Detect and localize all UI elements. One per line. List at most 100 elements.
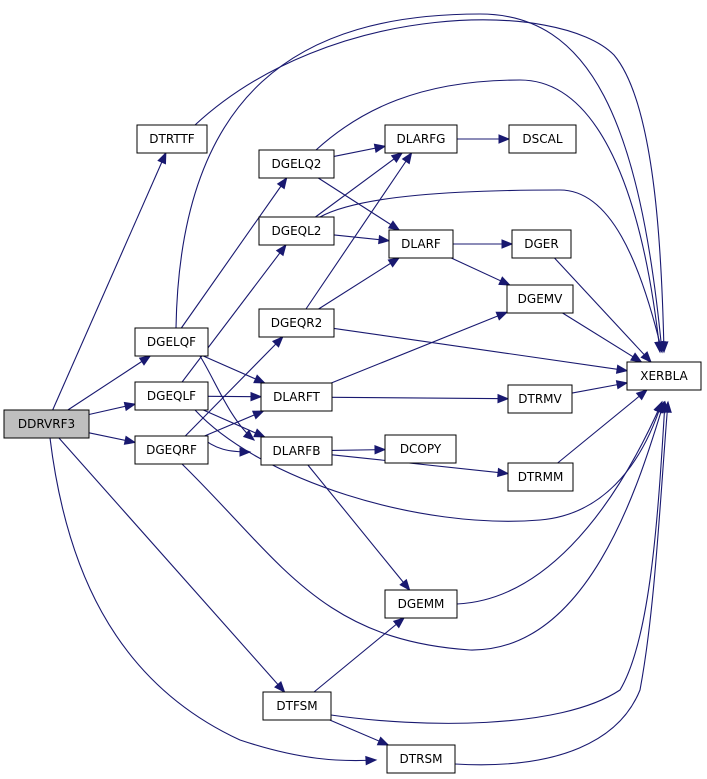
node-box-dgelq2 (258, 149, 335, 179)
edge-dlarft-to-dgemv (331, 311, 508, 384)
node-label-dgelq2: DGELQ2 (272, 157, 322, 171)
edge-dgemv-to-xerbla (562, 312, 642, 363)
edge-dtrmv-to-xerbla-arrowhead (615, 380, 629, 390)
edge-ddrvrf3-to-dgelqf-arrowhead (138, 355, 152, 366)
node-label-dtfsm: DTFSM (276, 699, 317, 713)
edge-dger-to-xerbla (554, 257, 652, 363)
edge-dlarfb-to-dgemm-arrowhead (399, 578, 411, 592)
edge-dgeqrf-to-dgeqr2 (184, 336, 284, 437)
node-dscal[interactable]: DSCAL (508, 124, 577, 154)
node-label-dgeqr2: DGEQR2 (271, 316, 323, 330)
edge-dlarfg-to-dscal-arrowhead (498, 134, 511, 144)
node-dtrttf[interactable]: DTRTTF (136, 124, 208, 154)
node-label-xerbla: XERBLA (640, 369, 688, 383)
node-label-dtrmv: DTRMV (518, 392, 562, 406)
node-box-dgeqrf (134, 435, 209, 465)
node-dtfsm[interactable]: DTFSM (262, 691, 332, 721)
node-box-dgeql2 (258, 216, 335, 246)
node-box-dgemv (506, 284, 574, 314)
edge-dtfsm-to-dgemm-arrowhead (392, 617, 406, 629)
edge-dgeqrf-to-dlarft-arrowhead (251, 410, 265, 420)
edge-dlarfb-to-dcopy-arrowhead (374, 445, 387, 455)
node-dgemm[interactable]: DGEMM (384, 589, 458, 619)
node-dcopy[interactable]: DCOPY (384, 434, 457, 464)
node-label-dcopy: DCOPY (400, 442, 442, 456)
edge-dgelqf-to-xerbla (175, 13, 663, 353)
edge-dgeqlf-to-dlarft-arrowhead (250, 391, 263, 402)
edge-ddrvrf3-to-dgeqlf-arrowhead (123, 401, 137, 412)
node-dgeqrf[interactable]: DGEQRF (134, 435, 209, 465)
node-box-dscal (508, 124, 577, 154)
node-label-dgelqf: DGELQF (147, 335, 196, 349)
node-dlarf[interactable]: DLARF (388, 229, 454, 259)
edge-ddrvrf3-to-dgelqf (67, 355, 151, 411)
edge-dgeqrf-to-xerbla (181, 401, 665, 651)
edge-dtrmm-to-xerbla (557, 389, 648, 464)
edge-ddrvrf3-to-dtrttf (52, 152, 167, 411)
edge-dgeqlf-to-dgeql2-arrowhead (275, 243, 287, 257)
edge-dlarf-to-dgemv-arrowhead (498, 276, 511, 286)
edge-dgeqr2-to-dlarf (318, 257, 400, 310)
node-layer: DDRVRF3 DTRTTF DGELQF DGEQLF DGEQRF DGELQ2DGE… (3, 124, 702, 774)
edge-dlarft-to-dtrmv-arrowhead (497, 393, 510, 404)
node-box-dgeqr2 (258, 308, 335, 338)
node-box-xerbla (626, 361, 702, 391)
edge-dgeqlf-to-dgeql2 (181, 244, 287, 383)
node-dgelqf[interactable]: DGELQF (134, 327, 209, 357)
edge-layer (49, 13, 672, 766)
node-label-dtrmm: DTRMM (518, 470, 564, 484)
node-label-dgeql2: DGEQL2 (272, 224, 322, 238)
edge-dlarfb-to-dtrmm (331, 454, 509, 475)
node-dtrmv[interactable]: DTRMV (507, 384, 573, 414)
edge-ddrvrf3-to-dtfsm-arrowhead (274, 681, 286, 694)
node-dgeqr2[interactable]: DGEQR2 (258, 308, 335, 338)
edge-dgelqf-to-dlarft-arrowhead (253, 374, 266, 384)
node-dger[interactable]: DGER (511, 229, 572, 259)
edge-dtrttf-to-xerbla (194, 19, 665, 353)
edge-dgemm-to-xerbla-arrowhead (653, 400, 663, 414)
node-box-dgemm (384, 589, 458, 619)
node-box-dgeqlf (134, 381, 209, 411)
edge-ddrvrf3-to-dtrsm (49, 437, 377, 762)
node-dgeqlf[interactable]: DGEQLF (134, 381, 209, 411)
edge-dgeql2-to-xerbla (319, 189, 663, 353)
node-label-dtrsm: DTRSM (400, 752, 443, 766)
node-dlarfg[interactable]: DLARFG (384, 124, 458, 154)
node-xerbla[interactable]: XERBLA (626, 361, 702, 391)
edge-dgeqr2-to-dlarf-arrowhead (387, 257, 401, 268)
node-dgelq2[interactable]: DGELQ2 (258, 149, 335, 179)
edge-dgeql2-to-dlarfg-arrowhead (390, 152, 404, 164)
node-box-dlarf (388, 229, 454, 259)
edge-ddrvrf3-to-dgeqrf-arrowhead (123, 435, 137, 445)
edge-dger-to-xerbla-arrowhead (640, 351, 652, 363)
node-box-ddrvrf3 (3, 409, 90, 439)
edge-dlarfb-to-dgemm (307, 464, 411, 591)
node-dtrsm[interactable]: DTRSM (386, 744, 456, 774)
node-box-dtrmm (507, 462, 574, 492)
node-ddrvrf3[interactable]: DDRVRF3 (3, 409, 90, 439)
node-dgeql2[interactable]: DGEQL2 (258, 216, 335, 246)
edge-dtfsm-to-dtrsm (329, 719, 389, 746)
node-box-dlarfg (384, 124, 458, 154)
edge-dgeqr2-to-dlarfg (305, 152, 412, 310)
node-dlarft[interactable]: DLARFT (260, 382, 333, 412)
node-label-dger: DGER (524, 237, 558, 251)
edge-dgeql2-to-dlarfg (315, 152, 403, 218)
edge-dtrsm-to-xerbla (454, 401, 669, 766)
edge-dtfsm-to-xerbla (330, 401, 666, 724)
edge-dlarf-to-dger-arrowhead (501, 239, 514, 249)
edge-dgeqr2-to-xerbla (333, 327, 628, 372)
edge-dgeqrf-to-dgeqr2-arrowhead (271, 336, 284, 348)
node-box-dtrttf (136, 124, 208, 154)
edge-dgeqlf-to-dlarfb-arrowhead (253, 428, 266, 438)
edge-dgelq2-to-dlarf-arrowhead (387, 220, 401, 231)
edge-dgemm-to-xerbla (456, 401, 663, 605)
node-dlarfb[interactable]: DLARFB (260, 436, 333, 466)
edge-ddrvrf3-to-dtfsm (58, 437, 285, 693)
node-label-dgemv: DGEMV (518, 292, 563, 306)
node-dgemv[interactable]: DGEMV (506, 284, 574, 314)
node-label-dscal: DSCAL (522, 132, 562, 146)
edge-dgeqrf-to-dlarft (204, 410, 264, 437)
node-label-dgeqrf: DGEQRF (146, 443, 197, 457)
node-dtrmm[interactable]: DTRMM (507, 462, 574, 492)
